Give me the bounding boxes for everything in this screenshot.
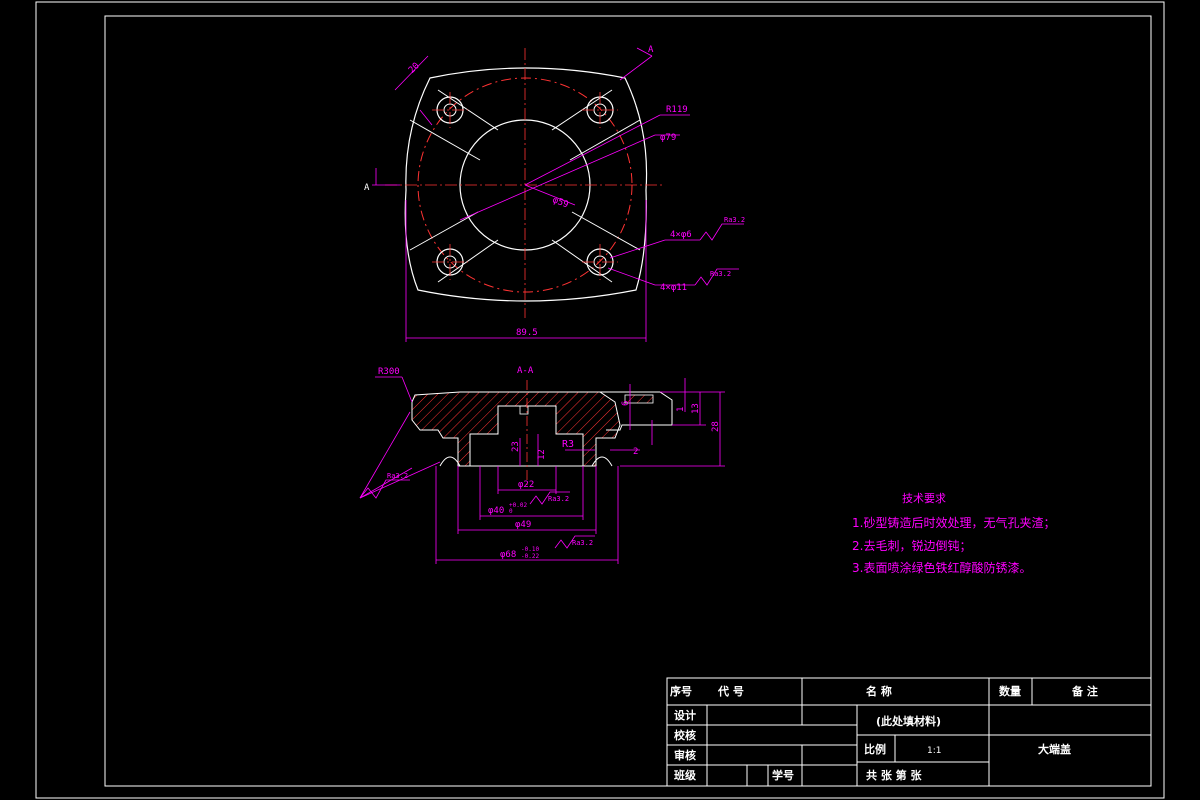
dim-13: 13 (691, 403, 701, 414)
technical-requirements: 技术要求 1.砂型铸造后时效处理，无气孔夹渣； 2.去毛刺，锐边倒钝； 3.表面… (852, 492, 1055, 575)
dim-phi79: φ79 (660, 133, 676, 143)
requirements-title: 技术要求 (902, 492, 946, 505)
tb-row-student-no: 学号 (772, 768, 794, 782)
dim-20: 20 (407, 61, 422, 76)
outer-border (35, 1, 1165, 799)
dim-phi68-tol-bot: -0.22 (521, 553, 539, 560)
tb-row-check: 校核 (674, 728, 696, 742)
dim-r300: R300 (378, 367, 400, 377)
section-title: A-A (517, 366, 534, 376)
section-view: A-A (359, 366, 725, 564)
tb-sheet-info: 共 张 第 张 (866, 768, 922, 782)
requirement-2: 2.去毛刺，锐边倒钝； (852, 539, 971, 553)
title-block: 序号 代 号 名 称 数量 备 注 设计 校核 审核 班级 学号 (此处填材料)… (666, 677, 1152, 787)
dim-4xphi6: 4×φ6 (670, 230, 692, 240)
roughness-label-2: Ra3.2 (710, 270, 731, 278)
inner-border (104, 15, 1152, 787)
tb-col-qty: 数量 (999, 684, 1021, 698)
roughness-phi68: Ra3.2 (572, 539, 593, 547)
dim-6: 6 (621, 401, 631, 406)
tb-material: (此处填材料) (876, 714, 941, 728)
section-marker-left: A (364, 183, 370, 193)
dim-28: 28 (711, 421, 721, 432)
dim-phi40-tol-bot: 0 (509, 508, 513, 515)
roughness-label-1: Ra3.2 (724, 216, 745, 224)
dim-phi49: φ49 (515, 520, 531, 530)
tb-row-design: 设计 (674, 708, 696, 722)
dim-phi22: φ22 (518, 480, 534, 490)
tb-col-name: 名 称 (866, 684, 892, 698)
top-view: A A 20 R119 φ79 φ59 4×φ6 4×φ11 89.5 Ra3.… (364, 45, 745, 342)
tb-scale-value: 1:1 (927, 746, 941, 756)
tb-col-seq: 序号 (670, 684, 692, 698)
requirement-3: 3.表面喷涂绿色铁红醇酸防锈漆。 (852, 560, 1031, 575)
dim-phi68: φ68 (500, 550, 516, 560)
dim-phi59: φ59 (551, 195, 570, 210)
tb-row-class: 班级 (674, 768, 697, 782)
dim-2: 2 (633, 447, 638, 457)
tb-part-name: 大端盖 (1038, 742, 1071, 756)
dim-phi40-tol-top: +0.02 (509, 502, 527, 509)
tb-scale-label: 比例 (864, 742, 886, 756)
dim-23: 23 (511, 441, 521, 452)
tb-row-review: 审核 (674, 748, 696, 762)
requirement-1: 1.砂型铸造后时效处理，无气孔夹渣； (852, 515, 1055, 530)
dim-1: 1 (676, 407, 686, 412)
dim-12: 12 (537, 449, 547, 460)
tb-col-note: 备 注 (1071, 684, 1098, 698)
dim-phi68-tol-top: -0.10 (521, 546, 539, 553)
dim-phi40: φ40 (488, 506, 504, 516)
section-marker-top: A (648, 45, 654, 55)
dim-r3: R3 (562, 439, 574, 450)
dim-89-5: 89.5 (516, 328, 538, 338)
dim-r119: R119 (666, 105, 688, 115)
roughness-left: Ra3.2 (387, 472, 408, 480)
dim-4xphi11: 4×φ11 (660, 283, 687, 293)
flange-outline (404, 67, 648, 302)
tb-col-code: 代 号 (717, 684, 744, 698)
roughness-phi40: Ra3.2 (548, 495, 569, 503)
